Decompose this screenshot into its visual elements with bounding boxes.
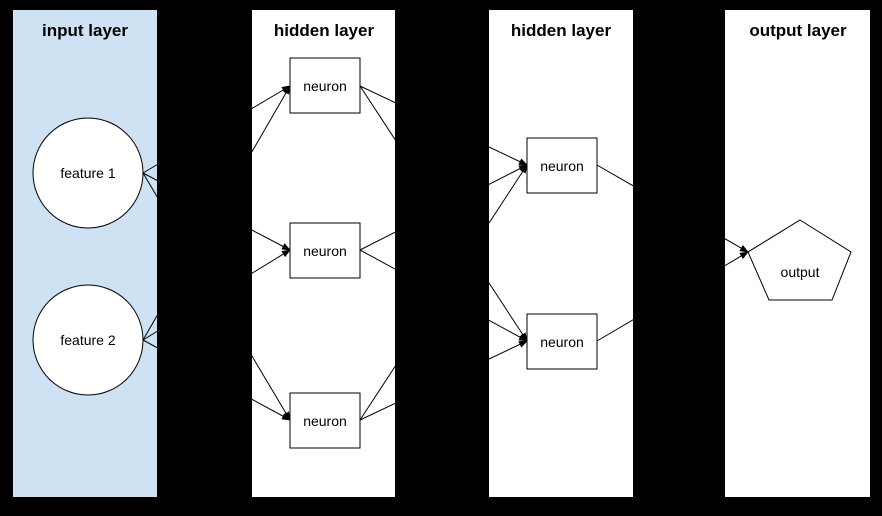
hidden2-neuron-2-node (526, 313, 598, 370)
hidden1-neuron-1-node (289, 57, 361, 114)
feature-2-node (32, 284, 144, 396)
input-layer-title: input layer (42, 21, 128, 40)
output-layer-title: output layer (749, 21, 847, 40)
hidden1-neuron-3-label: neuron (303, 413, 347, 429)
hidden2-neuron-2-label: neuron (540, 334, 584, 350)
feature-1-label: feature 1 (60, 165, 115, 181)
hidden1-neuron-1-label: neuron (303, 78, 347, 94)
hidden-layer-2-title: hidden layer (511, 21, 612, 40)
output-label: output (781, 264, 820, 280)
hidden-layer-1-title: hidden layer (274, 21, 375, 40)
feature-1-node (32, 117, 144, 229)
feature-2-label: feature 2 (60, 332, 115, 348)
hidden2-neuron-1-label: neuron (540, 158, 584, 174)
hidden1-neuron-2-node (289, 222, 361, 279)
hidden1-neuron-3-node (289, 392, 361, 449)
hidden1-neuron-2-label: neuron (303, 243, 347, 259)
input-layer-panel (13, 10, 157, 497)
output-node (747, 219, 852, 301)
hidden-layer-2-panel (489, 10, 633, 497)
hidden2-neuron-1-node (526, 137, 598, 194)
